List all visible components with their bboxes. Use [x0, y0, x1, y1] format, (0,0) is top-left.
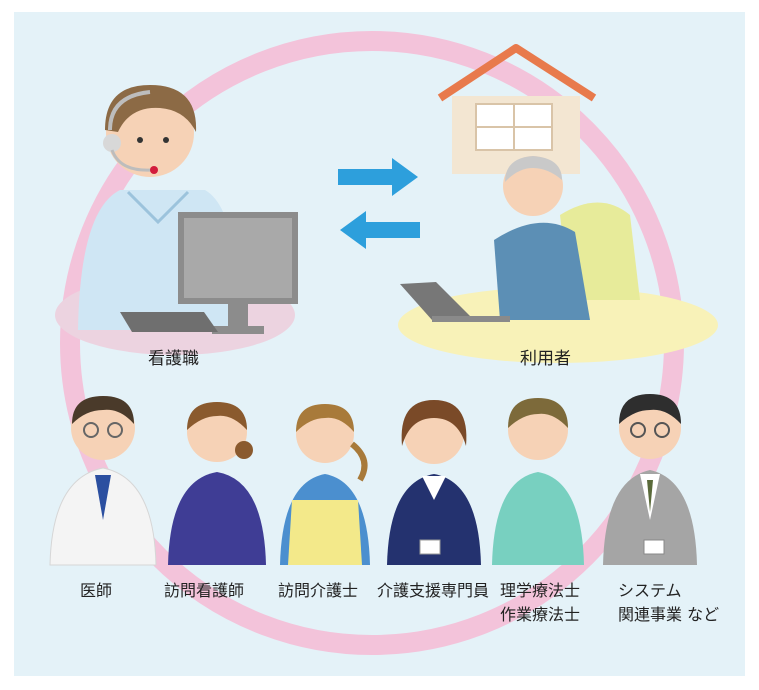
nurse-operator-illustration [55, 85, 298, 355]
system-staff-figure [603, 394, 697, 565]
label-physical-therapist: 理学療法士 [500, 581, 581, 600]
label-system: システム [618, 581, 682, 600]
label-nurse-operator: 看護職 [148, 349, 199, 369]
visiting-nurse-figure [168, 402, 266, 565]
home-caregiver-figure [280, 404, 370, 565]
label-care-manager: 介護支援専門員 [377, 581, 490, 600]
care-manager-figure [387, 400, 481, 565]
label-doctor: 医師 [80, 581, 113, 600]
doctor-figure [49, 396, 157, 566]
therapist-figure [492, 398, 584, 565]
label-home-caregiver: 訪問介護士 [278, 581, 359, 600]
user-at-home-illustration [398, 44, 718, 363]
arrow-left-icon [340, 211, 420, 249]
label-visiting-nurse: 訪問看護師 [164, 581, 245, 600]
label-related-business: 関連事業 など [618, 605, 720, 624]
label-occupational-therapist: 作業療法士 [500, 605, 581, 624]
arrow-right-icon [338, 158, 418, 196]
label-user: 利用者 [520, 349, 571, 369]
